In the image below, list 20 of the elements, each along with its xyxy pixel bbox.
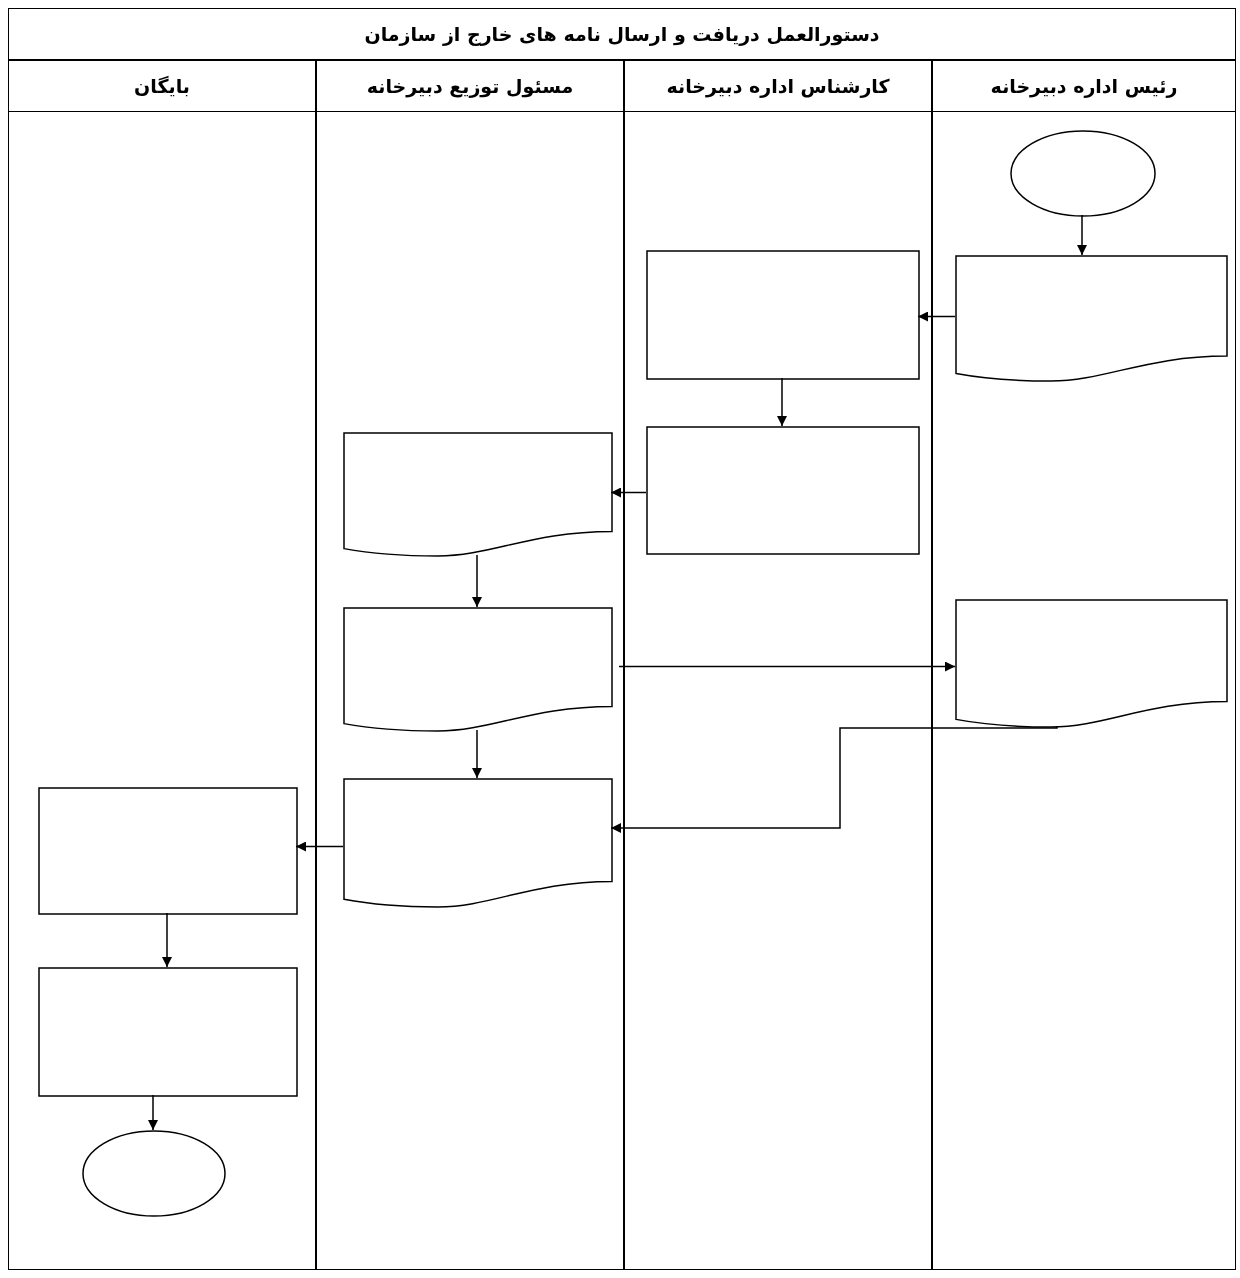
arrow [472, 729, 482, 779]
arrow [618, 661, 956, 672]
lane-header: مسئول توزیع دبیرخانه [366, 75, 574, 97]
arrow [148, 1094, 158, 1131]
arrow [295, 841, 344, 852]
arrow [610, 487, 647, 498]
swimlane [8, 60, 316, 1270]
arrow [917, 311, 956, 322]
swimlane [932, 60, 1236, 1270]
lane-header: کارشناس اداره دبیرخانه [666, 75, 890, 97]
arrow [610, 725, 1058, 833]
arrow [1077, 214, 1087, 256]
swimlane [624, 60, 932, 1270]
swimlane [316, 60, 624, 1270]
arrow [777, 377, 787, 427]
arrow [472, 554, 482, 608]
diagram-title: دستورالعمل دریافت و ارسال نامه های خارج از سازمان [8, 8, 1236, 60]
lane-header: رئیس اداره دبیرخانه [990, 75, 1178, 97]
lane-header: بایگان [134, 75, 190, 97]
arrow [162, 912, 172, 968]
